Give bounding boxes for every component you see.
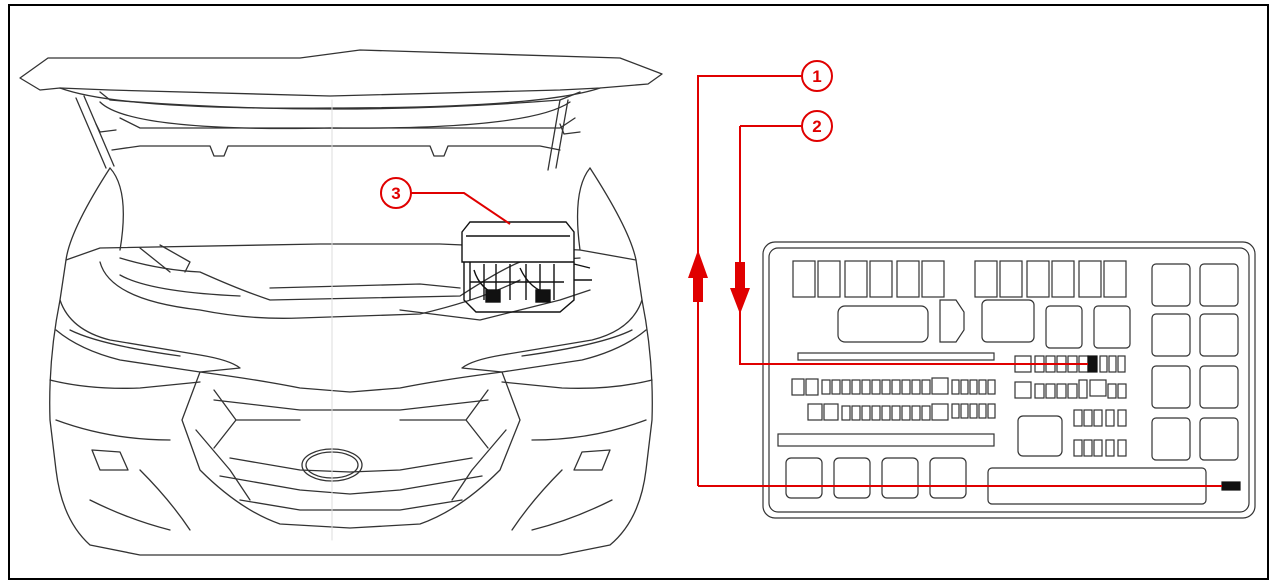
spindle-grille [181, 371, 521, 529]
mini-fuse-block [1014, 355, 1127, 457]
diagram-frame [8, 4, 1269, 580]
callout-1-leader [697, 75, 1222, 487]
vehicle-front-view [19, 49, 663, 556]
fuse-box-outline [762, 241, 1256, 519]
large-relays [1151, 263, 1239, 461]
callout-lines [410, 75, 1222, 487]
callout-1: 1 [801, 60, 833, 92]
callout-2: 2 [801, 110, 833, 142]
arrow-down-icon [730, 262, 750, 314]
fog-lamp-left [91, 449, 129, 471]
callout-3-leader [410, 192, 511, 225]
fuse-box-layout [762, 241, 1256, 519]
left-fuse-block [791, 377, 996, 421]
callout-3-label: 3 [391, 184, 400, 203]
fuse-box-in-engine-bay [461, 221, 592, 313]
callout-2-leader [739, 125, 1088, 365]
relay-row-top-left [792, 260, 945, 298]
headlight-right [461, 299, 647, 373]
hood-strut-right [547, 99, 569, 171]
engine-cover [119, 257, 581, 301]
hood-strut-left [75, 95, 115, 169]
hood [19, 49, 663, 97]
callout-2-label: 2 [812, 117, 821, 136]
relay-row-top-right [974, 260, 1127, 298]
callout-3: 3 [380, 177, 412, 209]
callout-1-label: 1 [812, 67, 821, 86]
fog-lamp-right [573, 449, 611, 471]
headlight-left [55, 299, 241, 373]
arrow-up-icon [688, 250, 708, 302]
fuse-1-highlight [1221, 481, 1241, 491]
fuse-2-highlight [1087, 355, 1098, 373]
